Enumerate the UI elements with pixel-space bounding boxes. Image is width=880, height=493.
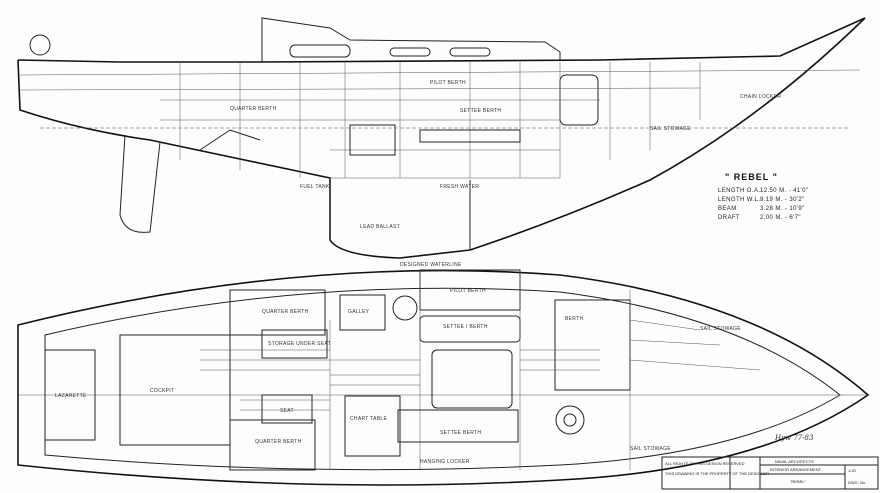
plan-label: BERTH xyxy=(565,316,583,322)
chart-table xyxy=(344,395,401,457)
notes: THIS DRAWING IS THE PROPERTY OF THE DESI… xyxy=(665,471,769,476)
profile-label: SAIL STOWAGE xyxy=(650,126,691,132)
forward-cabin xyxy=(554,299,631,391)
spec-label: DRAFT xyxy=(718,215,740,221)
porthole-window xyxy=(289,44,351,58)
spec-value: 12.50 M. - 41'0" xyxy=(760,188,808,194)
quarter-berth-bottom xyxy=(229,419,316,471)
quarter-berth-top xyxy=(229,289,326,336)
lazarette xyxy=(44,349,96,441)
plan-label: LAZARETTE xyxy=(55,393,87,399)
profile-label: SETTEE BERTH xyxy=(460,108,501,114)
spec-block: " REBEL " LENGTH O.A. 12.50 M. - 41'0" L… xyxy=(718,172,808,221)
plan-view: LAZARETTE COCKPIT QUARTER BERTH QUARTER … xyxy=(17,269,870,486)
drawing-name: "REBEL" xyxy=(790,479,807,484)
winch-icon xyxy=(29,34,51,56)
spec-label: LENGTH W.L. xyxy=(718,197,760,203)
profile-view: LEAD BALLAST FRESH WATER FUEL TANK PILOT… xyxy=(17,17,866,268)
keel xyxy=(329,178,471,250)
sheet-number: DWG. No. xyxy=(848,480,866,485)
waterline-note: DESIGNED WATERLINE xyxy=(400,262,462,268)
cabin-trunk xyxy=(261,17,561,62)
plan-label: SEAT xyxy=(280,408,294,414)
settee-bottom xyxy=(397,409,519,443)
boat-name: " REBEL " xyxy=(725,172,778,182)
plan-label: SAIL STOWAGE xyxy=(700,326,741,332)
seat xyxy=(261,394,313,424)
signature: Hyw 77-83 xyxy=(774,434,814,442)
profile-label: LEAD BALLAST xyxy=(360,224,400,230)
plan-label: SETTEE BERTH xyxy=(440,430,481,436)
plan-label: STORAGE UNDER SEAT xyxy=(268,341,331,347)
saloon-table xyxy=(431,349,513,409)
cockpit xyxy=(119,334,231,446)
plan-label: CHART TABLE xyxy=(350,416,387,422)
spec-label: LENGTH O.A. xyxy=(718,188,760,194)
stove-icon xyxy=(392,295,418,321)
winch-icon xyxy=(563,413,577,427)
engine xyxy=(199,129,261,151)
plan-label: PILOT BERTH xyxy=(450,288,486,294)
sheer-line xyxy=(17,17,866,63)
rudder xyxy=(119,134,161,233)
storage xyxy=(261,329,328,359)
profile-label: FRESH WATER xyxy=(440,184,479,190)
winch-icon xyxy=(555,405,585,435)
plan-label: SETTEE / BERTH xyxy=(443,324,488,330)
profile-label: PILOT BERTH xyxy=(430,80,466,86)
plan-label: COCKPIT xyxy=(150,388,174,394)
galley-unit xyxy=(349,124,396,156)
profile-label: CHAIN LOCKER xyxy=(740,94,781,100)
profile-label: QUARTER BERTH xyxy=(230,106,277,112)
spec-label: BEAM xyxy=(718,206,737,212)
designer-office: NAVAL ARCHITECTS xyxy=(775,459,814,464)
drawing-title: INTERIOR ARRANGEMENT xyxy=(770,467,822,472)
title-block: ALL RIGHTS OF THIS DESIGN RESERVED THIS … xyxy=(661,456,879,490)
galley xyxy=(339,294,386,331)
notes: ALL RIGHTS OF THIS DESIGN RESERVED xyxy=(665,461,745,466)
spec-value: 2.00 M. - 6'7" xyxy=(760,215,801,221)
plan-label: QUARTER BERTH xyxy=(262,309,309,315)
hull-profile xyxy=(17,17,866,259)
hull-plan-outline xyxy=(17,269,870,486)
profile-label: FUEL TANK xyxy=(300,184,330,190)
plan-label: SAIL STOWAGE xyxy=(630,446,671,452)
spec-value: 9.19 M. - 30'2" xyxy=(760,197,805,203)
porthole-window xyxy=(449,47,491,57)
settee xyxy=(419,129,521,143)
scale: 1:20 xyxy=(848,468,857,473)
plan-label: GALLEY xyxy=(348,309,370,315)
spec-value: 3.28 M. - 10'9" xyxy=(760,206,805,212)
plan-label: QUARTER BERTH xyxy=(255,439,302,445)
porthole-window xyxy=(389,47,431,57)
plan-label: HANGING LOCKER xyxy=(420,459,470,465)
